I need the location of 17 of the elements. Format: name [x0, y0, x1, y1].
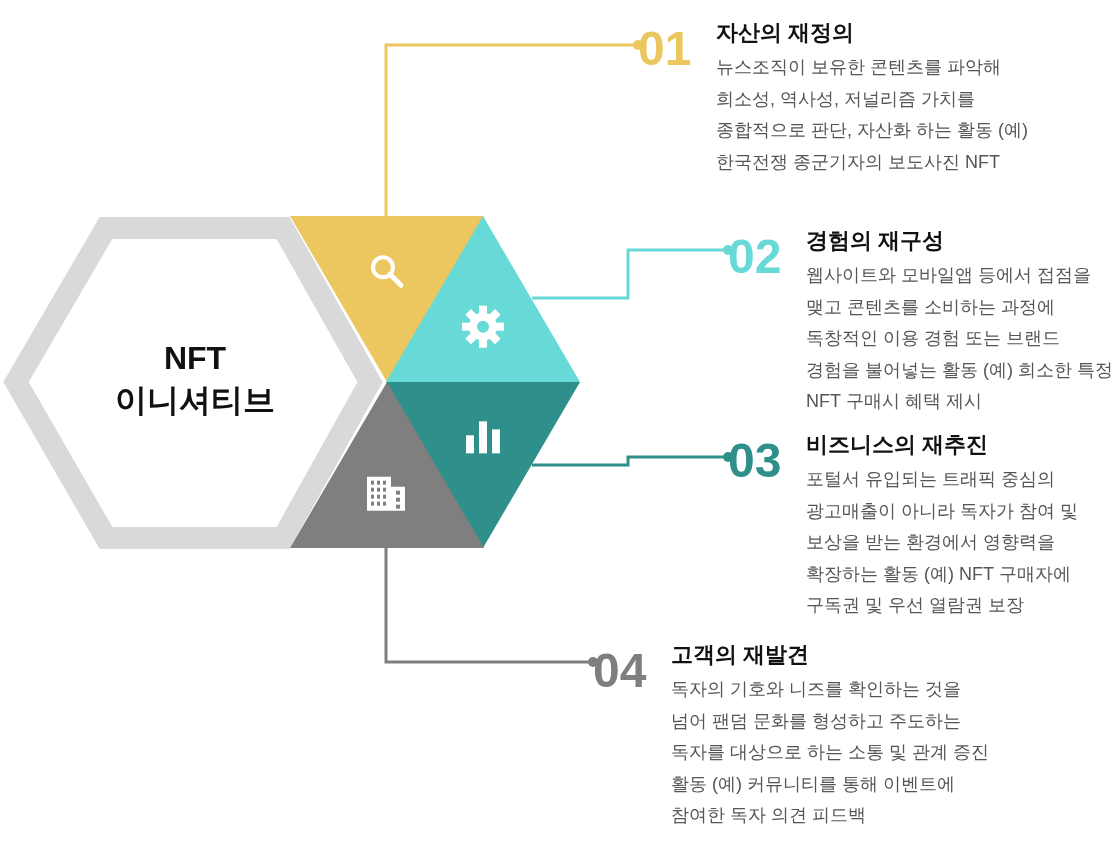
connector-line: [384, 548, 598, 667]
step-number: 02: [728, 232, 782, 282]
step-number: 01: [638, 24, 692, 74]
connector-line: [532, 452, 733, 467]
hexagon-title: NFT 이니셔티브: [114, 339, 276, 420]
step-number: 03: [728, 436, 782, 486]
item-heading: 자산의 재정의: [716, 19, 856, 47]
item-description: 포털서 유입되는 트래픽 중심의 광고매출이 아니라 독자가 참여 및 보상을 받는 환경에서 영향력을 확장하는 활동 (예) NFT 구매자에 구독권 및 우선 열람권 보장: [806, 468, 1079, 617]
item-heading: 비즈니스의 재추진: [806, 431, 990, 459]
connector-line: [384, 40, 643, 216]
item-heading: 고객의 재발견: [671, 641, 811, 669]
connector-line: [532, 245, 733, 300]
step-number: 04: [593, 646, 647, 696]
item-description: 웹사이트와 모바일앱 등에서 접점을 맺고 콘텐츠를 소비하는 과정에 독창적인 이용 경험 또는 브랜드 경험을 불어넣는 활동 (예) 희소한 특정 NFT 구매시 혜택 제시: [806, 264, 1113, 413]
item-description: 뉴스조직이 보유한 콘텐츠를 파악해 희소성, 역사성, 저널리즘 가치를 종합적으로 판단, 자산화 하는 활동 (예) 한국전쟁 종군기자의 보도사진 NFT: [716, 56, 1029, 174]
item-heading: 경험의 재구성: [806, 227, 946, 255]
item-description: 독자의 기호와 니즈를 확인하는 것을 넘어 팬덤 문화를 형성하고 주도하는 독자를 대상으로 하는 소통 및 관계 증진 활동 (예) 커뮤니티를 통해 이벤트에 참여한 독자 의견 피드백: [671, 678, 990, 827]
